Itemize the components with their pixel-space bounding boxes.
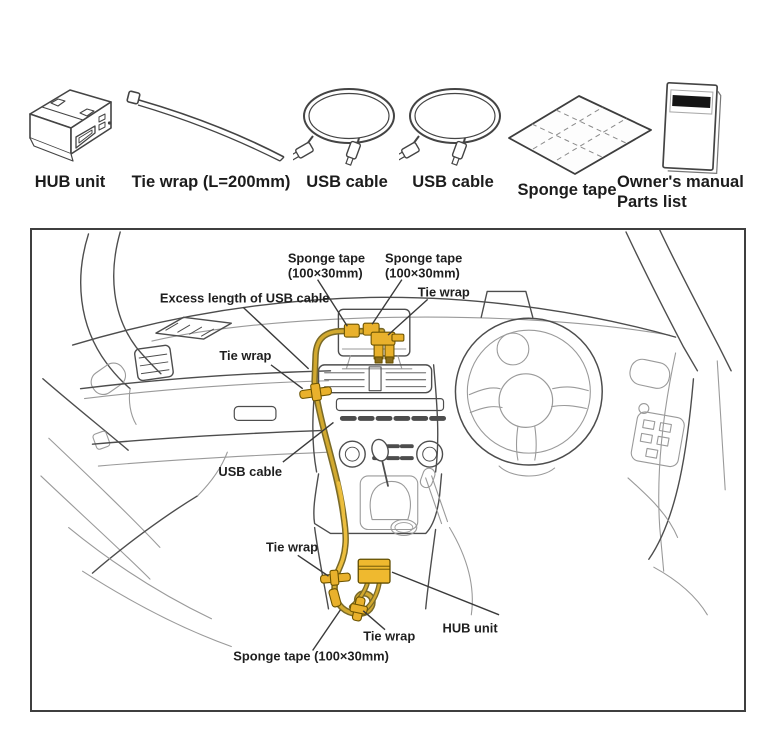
label-excess-length: Excess length of USB cable [160, 290, 330, 305]
usb-cable-1-part-label: USB cable [306, 173, 388, 191]
tie-wrap-mid-fitting [299, 382, 333, 402]
label-sponge-tape-top-left-2: (100×30mm) [288, 266, 363, 281]
label-tie-wrap-loop: Tie wrap [363, 629, 415, 644]
sponge-tape-wrap-bottom [328, 588, 342, 608]
owners-manual-label-line2: Parts list [617, 193, 687, 211]
leader-tie-wrap-lower [297, 554, 329, 577]
tie-wrap-part-icon [124, 88, 296, 175]
tie-wrap-top-fitting [391, 333, 405, 342]
label-tie-wrap-mid: Tie wrap [219, 348, 271, 363]
leader-tie-wrap-loop [362, 610, 386, 631]
leader-sponge-tape-top-left [317, 279, 348, 327]
usb-cable-1-part-icon [289, 78, 403, 181]
leader-excess-length [242, 306, 310, 370]
diagram-labels: Sponge tape (100×30mm) Sponge tape (100×… [160, 251, 498, 664]
label-usb-cable: USB cable [218, 464, 282, 479]
steering-wheel [454, 317, 603, 477]
t-connector [370, 331, 396, 346]
label-tie-wrap-top: Tie wrap [418, 284, 470, 299]
tie-wrap-loop-fitting [349, 596, 368, 622]
usb-cable-2-part-icon [395, 78, 509, 181]
label-sponge-tape-top-right-1: Sponge tape [385, 251, 462, 266]
sponge-tape-part-label: Sponge tape [517, 181, 617, 199]
label-sponge-tape-top-left-1: Sponge tape [288, 251, 365, 266]
label-sponge-tape-top-right-2: (100×30mm) [385, 266, 460, 281]
installation-diagram: Sponge tape (100×30mm) Sponge tape (100×… [30, 228, 746, 712]
leader-tie-wrap-top [387, 298, 429, 336]
owners-manual-part-icon [658, 80, 724, 181]
tie-wrap-part-label: Tie wrap (L=200mm) [131, 173, 291, 191]
sponge-tape-part-icon [505, 80, 655, 183]
label-tie-wrap-lower: Tie wrap [266, 539, 318, 554]
car-interior-outline [40, 230, 732, 648]
sponge-tape-wrap-left [343, 323, 360, 338]
owners-manual-label-line1: Owner's manual [617, 173, 744, 191]
label-hub-unit: HUB unit [443, 621, 499, 636]
owners-manual-part-label: Owner's manual Parts list [617, 172, 767, 212]
leader-sponge-tape-bottom [312, 609, 341, 651]
leader-usb-cable [282, 421, 334, 463]
leader-lines [242, 279, 500, 651]
hub-unit-part-label: HUB unit [34, 173, 106, 191]
leader-tie-wrap-mid [270, 364, 304, 390]
leader-sponge-tape-top-right [371, 279, 403, 325]
label-sponge-tape-bottom: Sponge tape (100×30mm) [233, 648, 389, 663]
leader-hub-unit [391, 571, 500, 616]
hub-unit-installed [357, 558, 391, 584]
usb-cable-2-part-label: USB cable [412, 173, 494, 191]
hub-unit-part-icon [18, 80, 120, 177]
